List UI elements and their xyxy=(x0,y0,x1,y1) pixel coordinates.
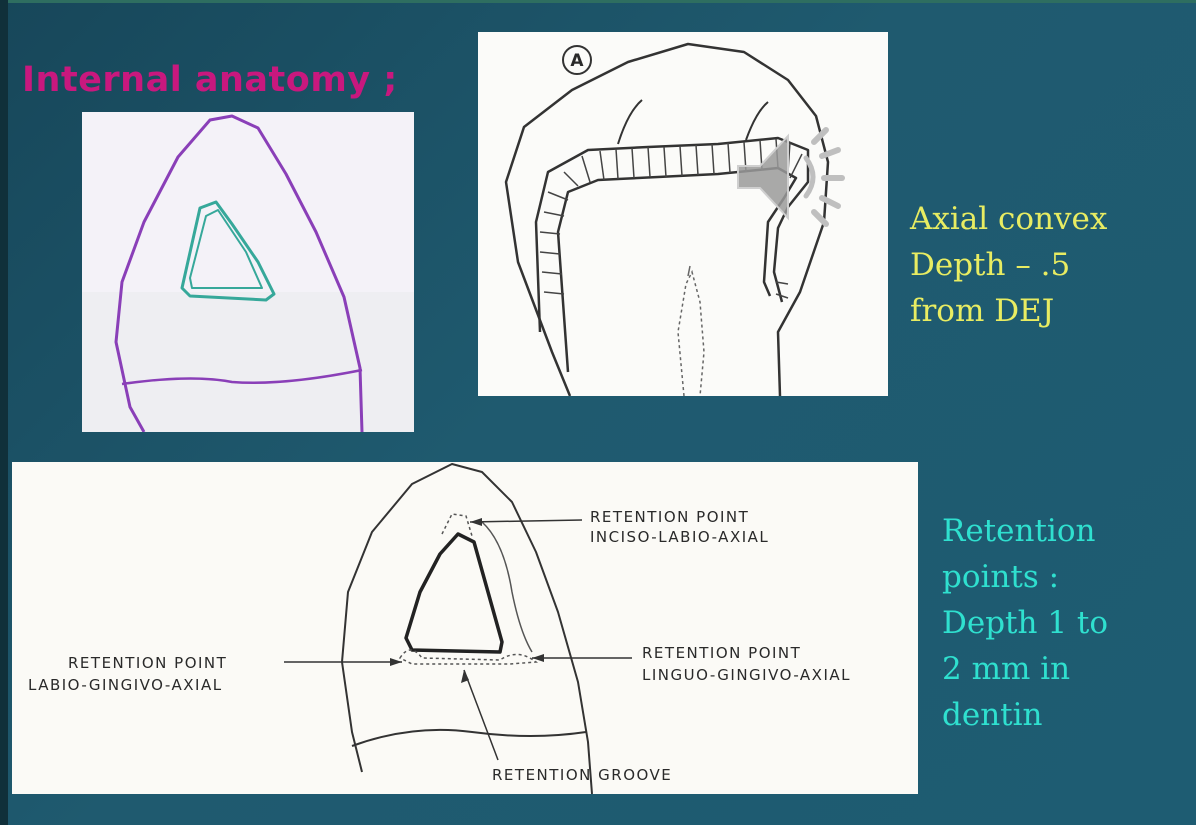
retention-diagram: RETENTION POINT INCISO-LABIO-AXIAL RETEN… xyxy=(12,462,918,794)
slide-top-accent xyxy=(0,0,1196,3)
retention-caption-line: 2 mm in xyxy=(942,651,1070,687)
groove-label: RETENTION GROOVE xyxy=(492,766,672,784)
lingual-label-line2: LINGUO-GINGIVO-AXIAL xyxy=(642,666,851,684)
speaker-icon[interactable] xyxy=(730,122,850,232)
figure-a-marginal-ridge-left xyxy=(618,100,642,144)
incisal-label-line2: INCISO-LABIO-AXIAL xyxy=(590,528,769,546)
retention-preparation-outline xyxy=(406,534,502,652)
axial-caption: Axial convex Depth – .5 from DEJ xyxy=(910,196,1107,334)
figure-a-pulp-horn xyxy=(678,272,704,396)
labial-label-line1: RETENTION POINT xyxy=(68,654,227,672)
retention-tooth-outline xyxy=(342,464,592,794)
axial-caption-line: Depth – .5 xyxy=(910,247,1070,283)
tooth-sketch xyxy=(82,112,414,432)
axial-caption-line: Axial convex xyxy=(910,201,1107,237)
retention-caption-line: dentin xyxy=(942,697,1043,733)
figure-a-label: A xyxy=(570,51,584,71)
retention-caption-line: Retention xyxy=(942,513,1095,549)
retention-caption-line: points : xyxy=(942,559,1059,595)
retention-caption: Retention points : Depth 1 to 2 mm in de… xyxy=(942,508,1108,738)
sketch-pulp-inner xyxy=(190,210,262,288)
retention-lingual-contour xyxy=(482,522,532,652)
retention-cej-line xyxy=(352,730,586,746)
lingual-label-line1: RETENTION POINT xyxy=(642,644,801,662)
incisal-label-line1: RETENTION POINT xyxy=(590,508,749,526)
labial-label-line2: LABIO-GINGIVO-AXIAL xyxy=(28,676,223,694)
retention-caption-line: Depth 1 to xyxy=(942,605,1108,641)
retention-panel: RETENTION POINT INCISO-LABIO-AXIAL RETEN… xyxy=(12,462,918,794)
axial-caption-line: from DEJ xyxy=(910,293,1054,329)
slide-title: Internal anatomy ; xyxy=(22,60,398,100)
slide-left-edge xyxy=(0,0,8,825)
incisal-leader xyxy=(470,520,582,522)
sketch-panel xyxy=(82,112,414,432)
groove-leader xyxy=(464,670,498,760)
